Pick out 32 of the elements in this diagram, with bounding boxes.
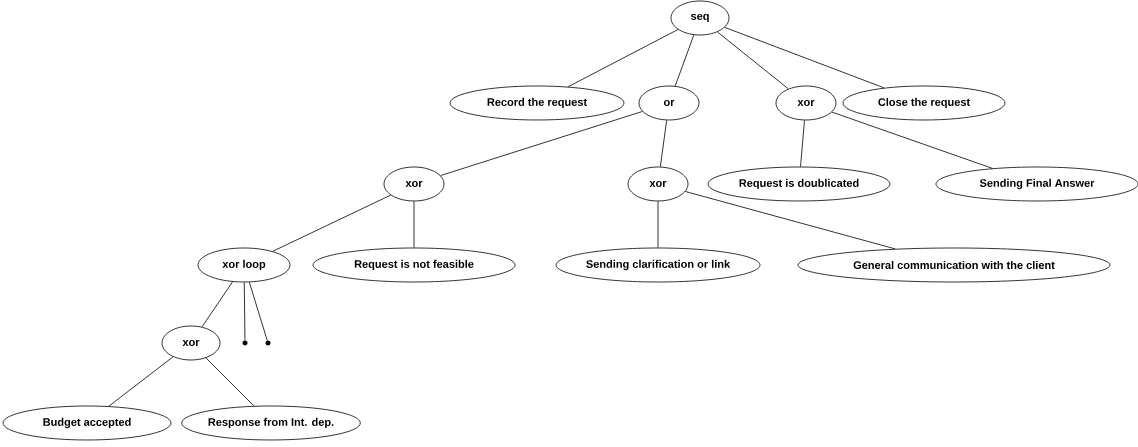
ellipse-node: Request is not feasible bbox=[312, 247, 516, 283]
ellipse-node: xor bbox=[161, 325, 221, 361]
ellipse-node: xor bbox=[383, 166, 445, 202]
ellipse-node: xor loop bbox=[197, 247, 291, 283]
ellipse-node: General communication with the client bbox=[797, 247, 1111, 283]
ellipse-node: xor bbox=[627, 166, 689, 202]
connector-line bbox=[272, 194, 392, 252]
connector-line bbox=[108, 356, 174, 407]
ellipse-node: or bbox=[638, 85, 700, 121]
ellipse-node: seq bbox=[670, 0, 730, 36]
connector-line bbox=[724, 27, 885, 89]
connector-line bbox=[205, 357, 255, 407]
connector-line bbox=[201, 281, 233, 328]
connector-line bbox=[440, 111, 643, 176]
connector-line bbox=[657, 201, 659, 248]
connector-line bbox=[831, 111, 993, 169]
ellipse-node: Request is doublicated bbox=[707, 166, 891, 202]
connector-line bbox=[413, 201, 415, 248]
ellipse-node: xor bbox=[775, 85, 837, 121]
ellipse-node: Record the request bbox=[449, 85, 625, 121]
connector-line bbox=[659, 119, 668, 168]
connector-line bbox=[717, 31, 789, 90]
ellipse-node: Budget accepted bbox=[2, 405, 172, 441]
connector-line bbox=[800, 119, 805, 167]
connector-line bbox=[248, 281, 268, 341]
connector-line bbox=[685, 191, 896, 250]
ellipse-node: Close the request bbox=[842, 85, 1006, 121]
connector-line bbox=[567, 29, 679, 88]
connector-line bbox=[243, 282, 246, 341]
connector-line bbox=[674, 34, 695, 87]
ellipse-node: Sending clarification or link bbox=[555, 247, 761, 283]
ellipse-node: Response from Int. dep. bbox=[181, 405, 361, 441]
